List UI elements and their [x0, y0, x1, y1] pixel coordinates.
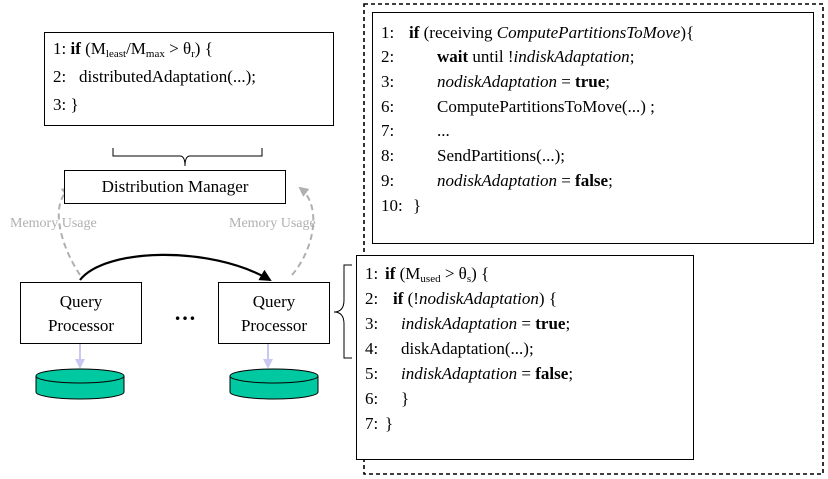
- move-line-2: 2:wait until !indiskAdaptation;: [381, 47, 635, 66]
- code-line-3: 3: }: [53, 95, 79, 114]
- local-line-2: 2:if (!nodiskAdaptation) {: [365, 289, 557, 308]
- disk-adaptation-code: 1:if (Mused > θs) { 2:if (!nodiskAdaptat…: [356, 255, 694, 460]
- move-line-3: 3:nodiskAdaptation = true;: [381, 72, 610, 91]
- query-processor-right: Query Processor: [218, 282, 330, 344]
- local-line-3: 3:indiskAdaptation = true;: [365, 314, 571, 333]
- move-line-6: 6:ComputePartitionsToMove(...) ;: [381, 97, 655, 116]
- disk-right: [229, 368, 319, 400]
- local-line-4: 4:diskAdaptation(...);: [365, 339, 534, 358]
- code-line-2: 2: distributedAdaptation(...);: [53, 67, 257, 86]
- distribution-manager-label: Distribution Manager: [101, 177, 249, 196]
- memory-usage-label-left: Memory Usage: [10, 216, 97, 231]
- move-line-10: 10:}: [381, 196, 422, 215]
- compute-partitions-code: 1:if (receiving ComputePartitionsToMove)…: [372, 12, 814, 244]
- move-line-1: 1:if (receiving ComputePartitionsToMove)…: [381, 23, 695, 42]
- local-line-6: 6:}: [365, 389, 410, 408]
- disk-left: [35, 368, 125, 400]
- move-line-8: 8:SendPartitions(...);: [381, 146, 565, 165]
- move-line-9: 9:nodiskAdaptation = false;: [381, 171, 613, 190]
- move-line-7: 7:...: [381, 121, 450, 140]
- local-line-5: 5:indiskAdaptation = false;: [365, 364, 574, 383]
- local-line-1: 1:if (Mused > θs) {: [365, 264, 490, 285]
- brace-global: [112, 148, 263, 167]
- query-processor-left: Query Processor: [20, 282, 142, 344]
- brace-local: [333, 264, 352, 359]
- global-adaptation-code: 1: if (Mleast/Mmax > θr) { 2: distribute…: [44, 32, 334, 126]
- distribution-manager-box: Distribution Manager: [64, 170, 286, 204]
- local-line-7: 7:}: [365, 414, 394, 433]
- memory-usage-label-right: Memory Usage: [229, 216, 316, 231]
- ellipsis: …: [174, 300, 196, 325]
- partition-transfer-arrow: [79, 253, 272, 282]
- code-line-1: 1: if (Mleast/Mmax > θr) {: [53, 39, 213, 60]
